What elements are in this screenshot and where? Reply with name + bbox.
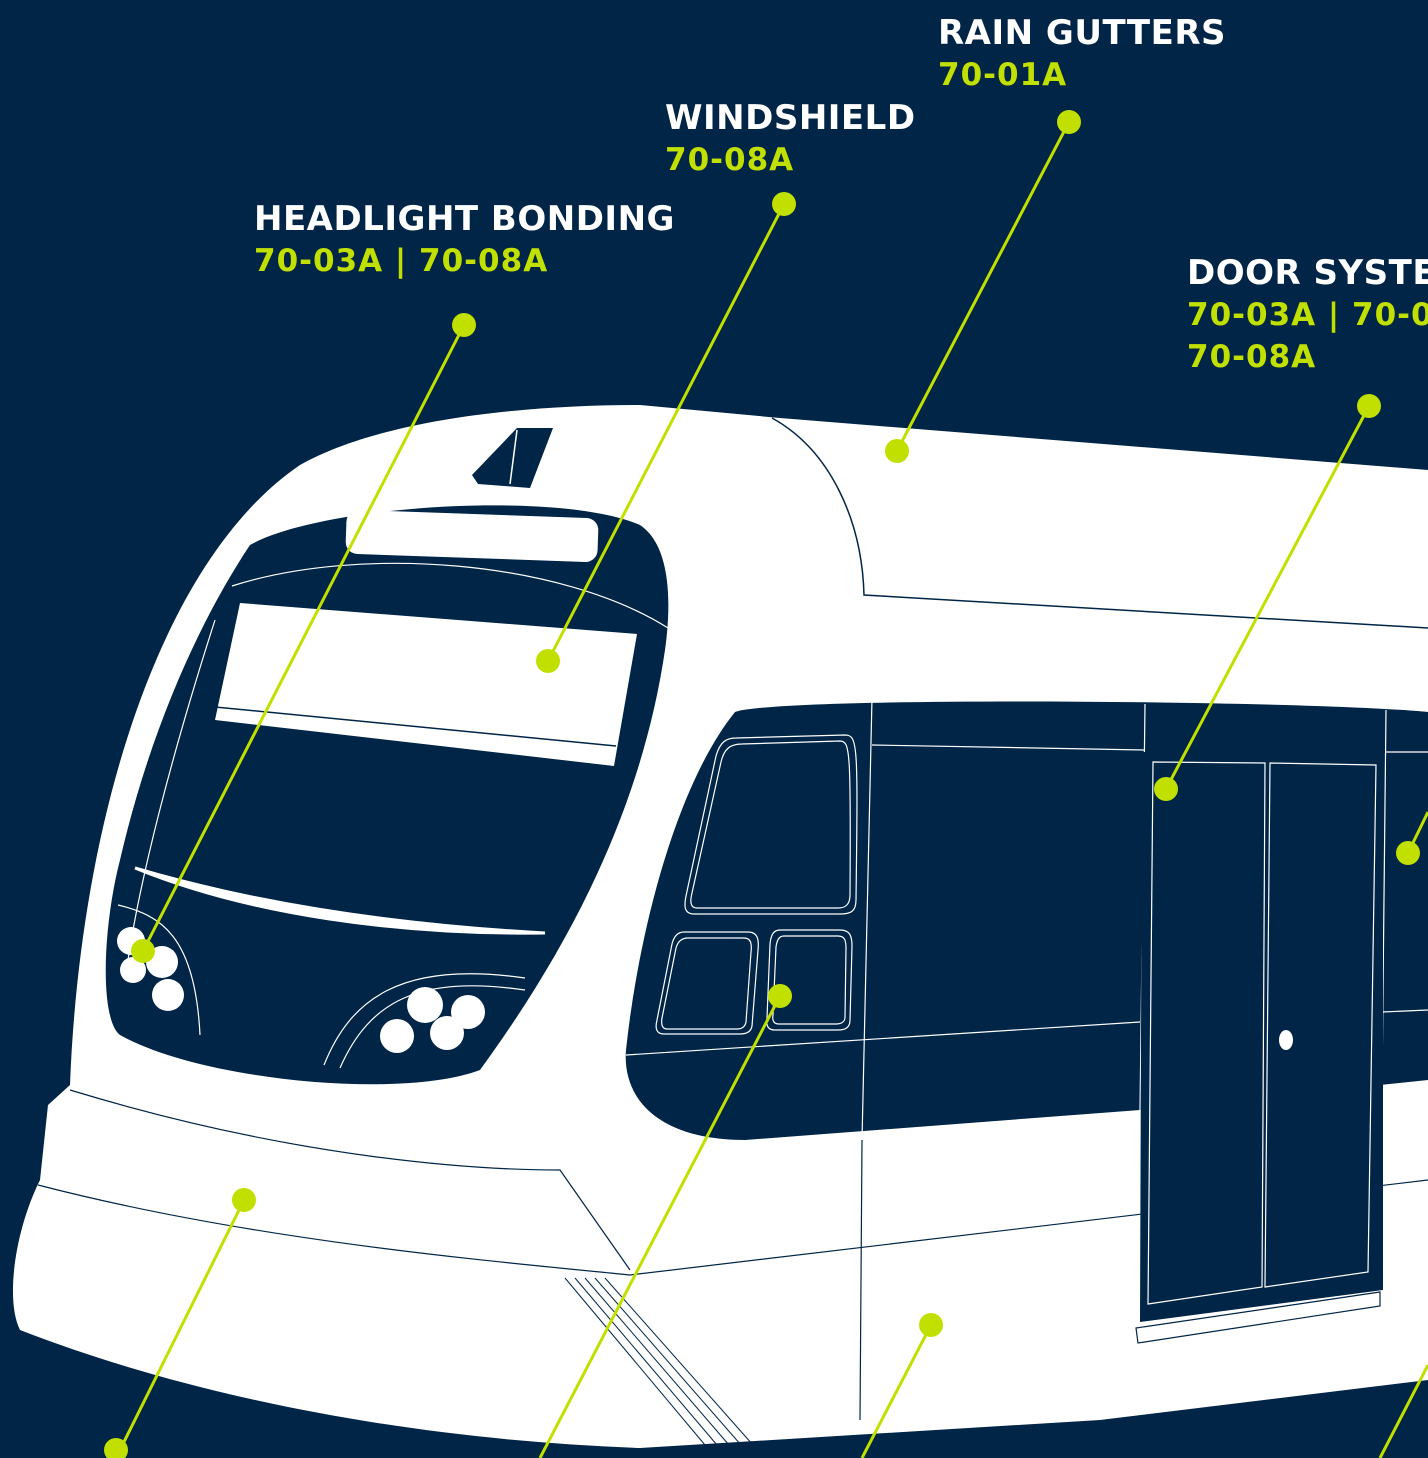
- anchor-dot: [1057, 110, 1081, 134]
- anchor-dot: [885, 439, 909, 463]
- anchor-dot: [131, 939, 155, 963]
- callout-code: 70-08A: [665, 142, 795, 178]
- callout-title: WINDSHIELD: [665, 98, 916, 138]
- callout-title: RAIN GUTTERS: [938, 13, 1227, 53]
- anchor-dot: [1396, 841, 1420, 865]
- headlights-right: [380, 987, 485, 1053]
- destination-sign: [345, 510, 599, 562]
- anchor-dot: [452, 313, 476, 337]
- train-body: [12, 405, 1428, 1448]
- callout-headlight-bonding: HEADLIGHT BONDING 70-03A | 70-08A: [254, 198, 675, 282]
- anchor-dot: [772, 192, 796, 216]
- anchor-dot: [768, 984, 792, 1008]
- anchor-dot: [104, 1438, 128, 1458]
- anchor-dot: [919, 1313, 943, 1337]
- callout-code: 70-03A | 70-08A: [254, 243, 549, 279]
- callout-rain-gutters: RAIN GUTTERS 70-01A: [938, 12, 1226, 96]
- callout-door-systems: DOOR SYSTEMS 70-03A | 70-0 70-08A: [1187, 252, 1428, 378]
- roof-vent: [472, 428, 553, 488]
- anchor-dot: [232, 1188, 256, 1212]
- callout-code: 70-01A: [938, 57, 1068, 93]
- callout-title: HEADLIGHT BONDING: [254, 199, 675, 239]
- anchor-dot: [536, 649, 560, 673]
- leader-lines: [114, 121, 1428, 1458]
- callout-code: 70-08A: [1187, 339, 1317, 375]
- callout-title: DOOR SYSTEMS: [1187, 253, 1428, 293]
- callout-windshield: WINDSHIELD 70-08A: [665, 97, 916, 181]
- callout-code: 70-03A | 70-0: [1187, 297, 1428, 333]
- anchor-dot: [1357, 394, 1381, 418]
- anchor-dots: [104, 110, 1420, 1458]
- door: [1135, 752, 1383, 1344]
- sunshade: [215, 603, 637, 766]
- anchor-dot: [1154, 777, 1178, 801]
